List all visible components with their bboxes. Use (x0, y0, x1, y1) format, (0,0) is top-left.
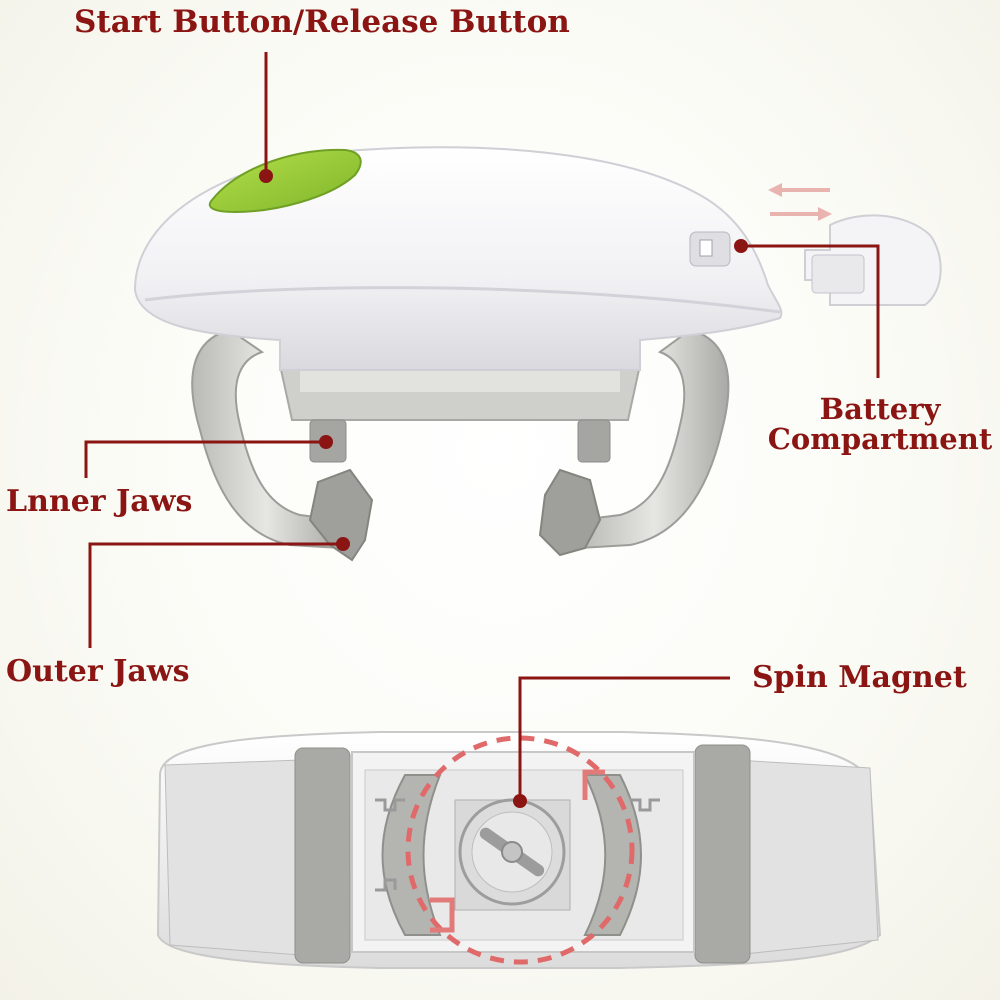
leader-lines (84, 52, 880, 808)
label-battery-line2: Compartment (767, 422, 993, 457)
right-arm (579, 328, 730, 550)
curved-jaw-right (583, 774, 642, 936)
label-outer-jaws: Outer Jaws (6, 654, 190, 689)
leader-battery (741, 244, 880, 378)
leader-inner (84, 440, 326, 478)
curved-jaw-left (381, 774, 442, 936)
label-battery-line1: Battery (819, 392, 941, 426)
label-battery-compartment: Battery Compartment (760, 394, 1000, 455)
can-opener-side-view (133, 146, 942, 562)
side-clip-right (694, 744, 751, 964)
outer-jaw-left (308, 468, 374, 562)
outer-jaw-right (538, 468, 602, 557)
inner-jaw-right (577, 419, 611, 463)
label-start-button: Start Button/Release Button (74, 4, 570, 40)
slide-arrows (768, 183, 832, 221)
label-spin-magnet: Spin Magnet (752, 660, 967, 695)
leader-spin (518, 676, 730, 800)
label-inner-jaws: Lnner Jaws (6, 484, 193, 519)
start-button-shape (208, 148, 362, 214)
side-clip-left (294, 747, 351, 964)
spin-ring-dashed (405, 735, 635, 965)
leader-outer (88, 542, 343, 648)
